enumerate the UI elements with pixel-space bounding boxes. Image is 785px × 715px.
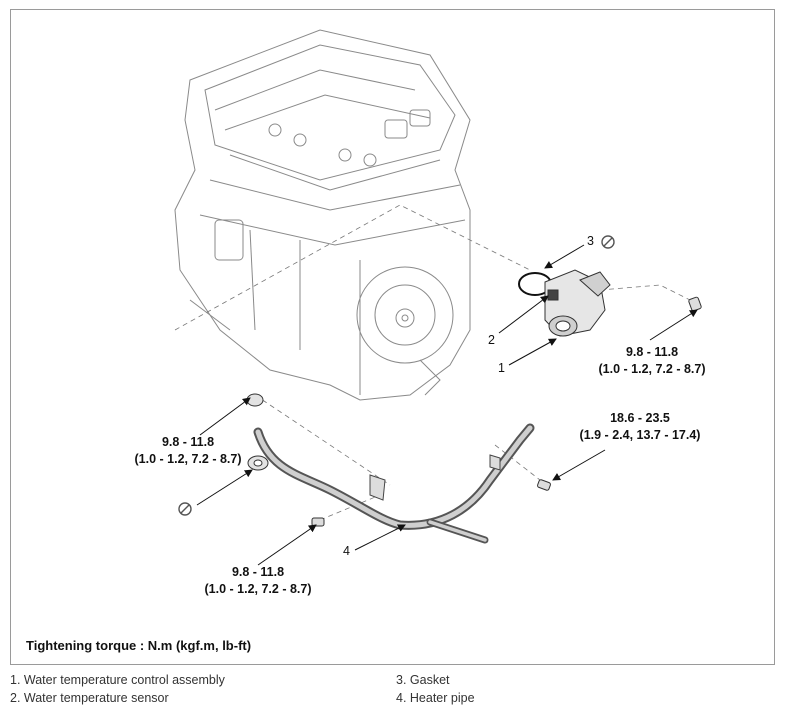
torque-spec-pipe-nut-left: 9.8 - 11.8 (1.0 - 1.2, 7.2 - 8.7)	[118, 434, 258, 468]
legend-item-2: 2. Water temperature sensor	[10, 691, 169, 705]
torque-kgf-lbft: (1.0 - 1.2, 7.2 - 8.7)	[598, 362, 706, 376]
torque-nm: 9.8 - 11.8	[161, 435, 215, 449]
torque-kgf-lbft: (1.0 - 1.2, 7.2 - 8.7)	[134, 452, 242, 466]
callout-3: 3	[587, 234, 594, 248]
torque-nm: 9.8 - 11.8	[625, 345, 679, 359]
torque-spec-pipe-bolt-right: 18.6 - 23.5 (1.9 - 2.4, 13.7 - 17.4)	[565, 410, 715, 444]
callout-4: 4	[343, 544, 350, 558]
legend-item-3: 3. Gasket	[396, 673, 450, 687]
bolt-thermostat-drawing	[688, 296, 702, 312]
torque-nm: 18.6 - 23.5	[610, 411, 670, 425]
bolt-right-drawing	[537, 479, 551, 491]
do-not-reuse-icon	[601, 235, 615, 249]
torque-spec-thermostat-bolt: 9.8 - 11.8 (1.0 - 1.2, 7.2 - 8.7)	[582, 344, 722, 378]
thermostat-housing-drawing	[544, 269, 611, 337]
callout-2: 2	[488, 333, 495, 347]
torque-spec-pipe-bolt-bottom: 9.8 - 11.8 (1.0 - 1.2, 7.2 - 8.7)	[188, 564, 328, 598]
diagram-frame	[10, 9, 775, 665]
callout-1: 1	[498, 361, 505, 375]
torque-nm: 9.8 - 11.8	[231, 565, 285, 579]
torque-kgf-lbft: (1.0 - 1.2, 7.2 - 8.7)	[204, 582, 312, 596]
alignment-dashed-lines	[174, 204, 691, 521]
tightening-torque-note: Tightening torque : N.m (kgf.m, lb-ft)	[26, 638, 252, 653]
do-not-reuse-icon	[178, 502, 192, 516]
bolt-bottom-drawing	[311, 517, 325, 527]
legend-item-1: 1. Water temperature control assembly	[10, 673, 225, 687]
heater-pipe-drawing	[253, 423, 535, 544]
torque-kgf-lbft: (1.9 - 2.4, 13.7 - 17.4)	[579, 428, 701, 442]
legend-item-4: 4. Heater pipe	[396, 691, 475, 705]
engine-block-drawing	[174, 29, 471, 401]
leader-lines	[196, 244, 698, 566]
